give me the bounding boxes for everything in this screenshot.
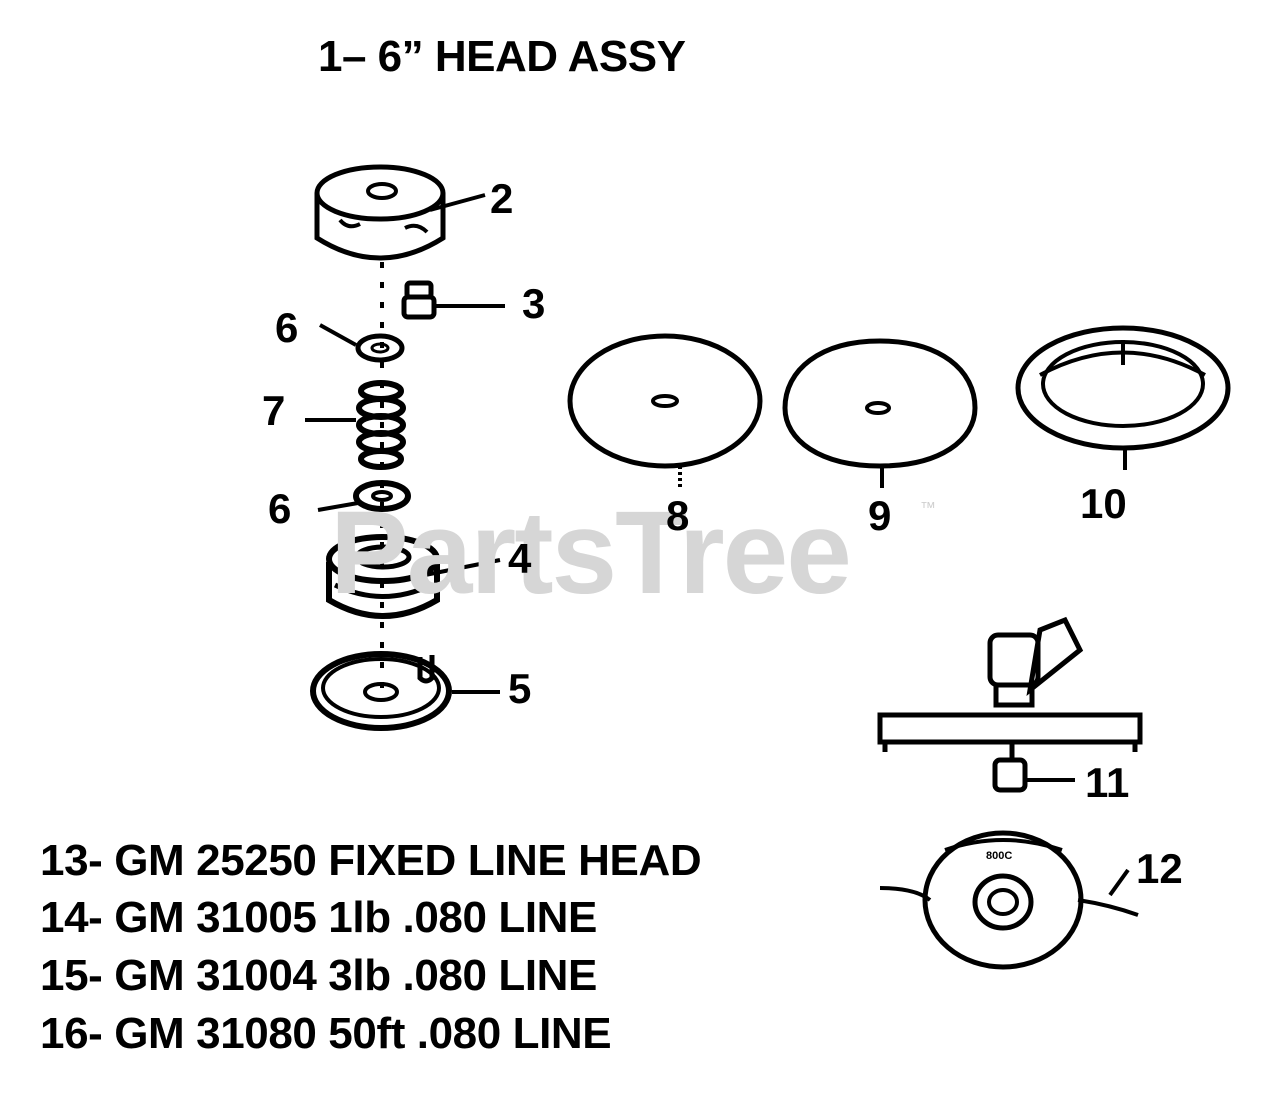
leader-6-lower <box>317 501 359 512</box>
part-5-housing[interactable] <box>310 651 452 731</box>
callout-6-upper[interactable]: 6 <box>275 304 299 351</box>
callout-5[interactable]: 5 <box>508 665 532 712</box>
callout-8[interactable]: 8 <box>666 492 690 539</box>
legend-item-14: 14- GM 31005 1lb .080 LINE <box>40 893 597 942</box>
leader-4 <box>424 558 501 577</box>
leader-6-upper <box>319 323 357 347</box>
trademark-symbol: ™ <box>920 500 936 517</box>
leader-12 <box>1108 868 1130 897</box>
callout-9[interactable]: 9 <box>868 492 892 539</box>
callout-4[interactable]: 4 <box>508 535 532 582</box>
callout-10[interactable]: 10 <box>1080 480 1127 527</box>
part-12-line-head[interactable] <box>879 830 1139 970</box>
part-10-guard[interactable] <box>1015 325 1231 451</box>
leader-2 <box>429 193 486 212</box>
part-11-trimmer-assembly[interactable] <box>877 616 1143 793</box>
callout-12[interactable]: 12 <box>1136 845 1183 892</box>
part-2-spool-cap[interactable] <box>314 164 446 261</box>
callout-2[interactable]: 2 <box>490 175 514 222</box>
page-title: 1– 6” HEAD ASSY <box>318 32 686 81</box>
legend-item-13: 13- GM 25250 FIXED LINE HEAD <box>40 836 702 885</box>
legend-item-16: 16- GM 31080 50ft .080 LINE <box>40 1009 612 1058</box>
watermark: PartsTree <box>330 487 852 619</box>
callout-6-lower[interactable]: 6 <box>268 485 292 532</box>
part-6-washer-lower[interactable] <box>353 480 411 512</box>
part-4-spool[interactable] <box>326 534 440 619</box>
legend-item-15: 15- GM 31004 3lb .080 LINE <box>40 951 597 1000</box>
part-3-bolt[interactable] <box>401 280 437 320</box>
part-7-spring[interactable] <box>356 380 406 470</box>
part-8-disc[interactable] <box>567 333 763 469</box>
callout-11[interactable]: 11 <box>1085 759 1130 806</box>
part-9-notched-disc[interactable] <box>782 338 978 469</box>
part-6-washer-upper[interactable] <box>355 333 405 363</box>
callout-3[interactable]: 3 <box>522 280 546 327</box>
line-head-label: 800C <box>986 850 1013 862</box>
callout-7[interactable]: 7 <box>262 387 286 434</box>
